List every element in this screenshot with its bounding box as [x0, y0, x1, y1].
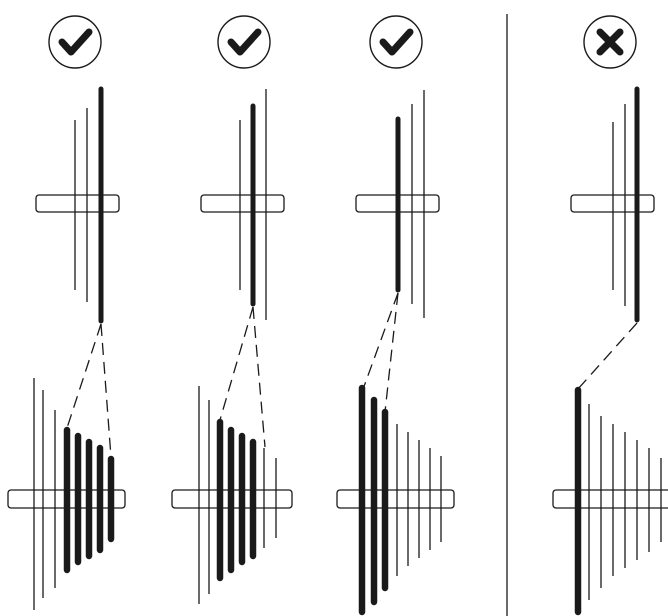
cross-icon: [596, 28, 624, 56]
cross-badge: [583, 15, 637, 69]
slider-bar: [336, 489, 455, 509]
bottom-plot: [171, 386, 293, 604]
panel-2: [171, 15, 293, 604]
check-badge: [217, 15, 271, 69]
top-plot: [200, 89, 285, 320]
bottom-plot: [552, 386, 668, 616]
connector-lines: [219, 306, 266, 448]
slider-bar: [200, 194, 285, 213]
check-badge: [48, 15, 102, 69]
top-plot: [570, 86, 655, 323]
slider-bar: [35, 194, 120, 213]
connector-lines: [66, 323, 112, 458]
panel-1: [7, 15, 126, 610]
bottom-plot: [7, 378, 126, 610]
top-plot: [35, 86, 120, 324]
panel-4: [552, 15, 668, 616]
connector-lines: [577, 322, 638, 390]
bottom-plot: [336, 384, 455, 616]
check-badge: [369, 15, 423, 69]
check-icon: [379, 28, 414, 56]
connector-lines: [361, 292, 399, 413]
slider-bar: [552, 489, 668, 509]
top-plot: [355, 90, 440, 318]
panel-3: [336, 15, 455, 616]
check-icon: [227, 28, 262, 56]
check-icon: [58, 28, 93, 56]
